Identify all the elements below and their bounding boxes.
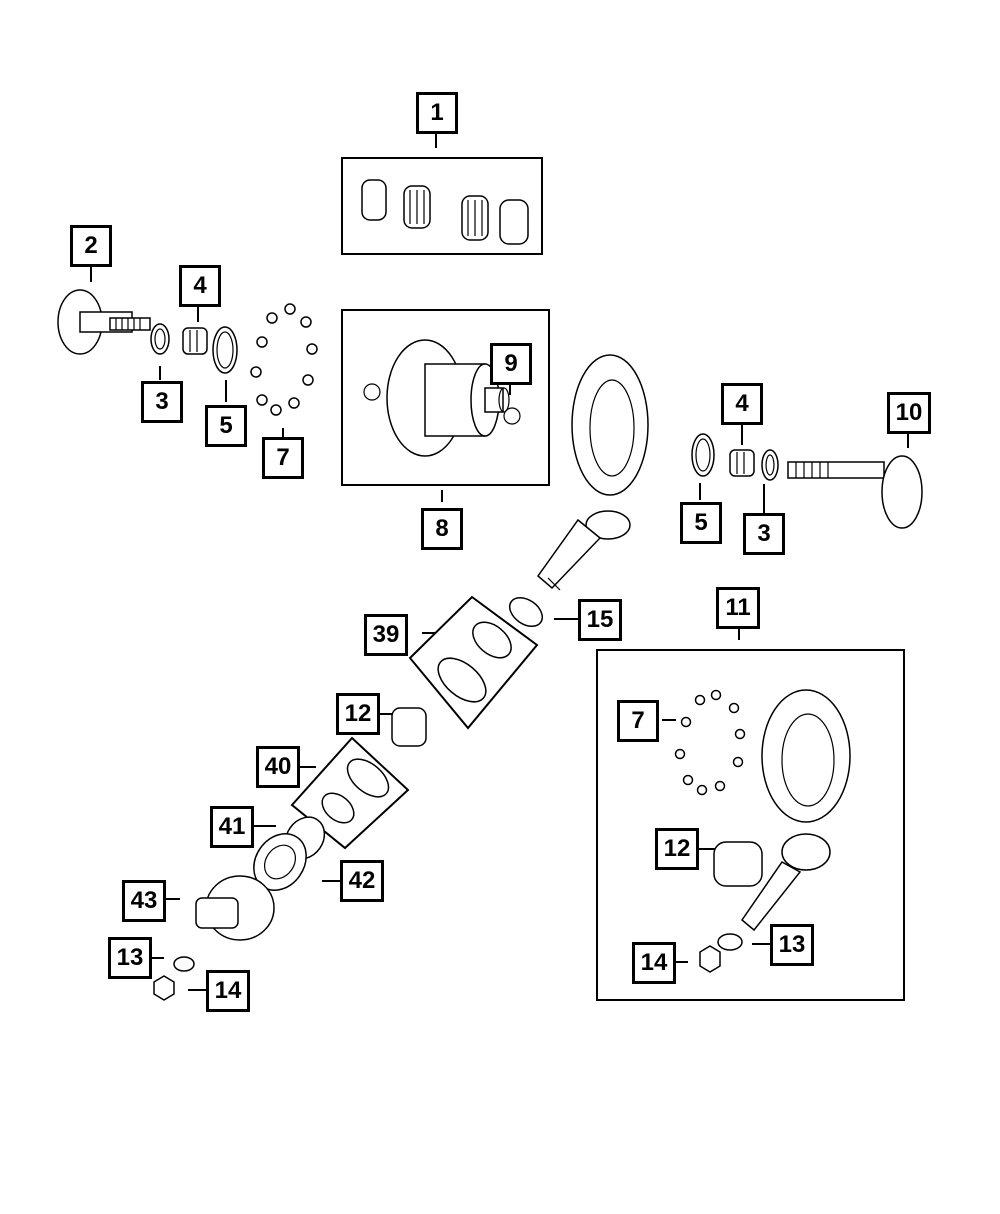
bearing-kit-illustration: [361, 179, 529, 245]
companion-flange-illustration: [195, 875, 275, 941]
right-seal-illustration: [761, 449, 779, 481]
callout-8[interactable]: 8: [421, 508, 463, 550]
callout-3-left[interactable]: 3: [141, 381, 183, 423]
pinion-nut-illustration: [153, 975, 175, 1001]
pinion-gear-illustration: [536, 510, 631, 591]
callout-3-right[interactable]: 3: [743, 513, 785, 555]
pinion-bearing-illustration: [437, 621, 512, 703]
group-box-8: [341, 309, 550, 486]
callout-13-kit[interactable]: 13: [770, 924, 814, 966]
left-axle-shaft-illustration: [57, 289, 151, 355]
callout-40[interactable]: 40: [256, 746, 300, 788]
outer-bearing-illustration: [321, 758, 390, 824]
callout-9[interactable]: 9: [490, 343, 532, 385]
collapsible-spacer-illustration: [391, 707, 427, 747]
callout-7-kit[interactable]: 7: [617, 700, 659, 742]
callout-7-left[interactable]: 7: [262, 437, 304, 479]
group-box-11: [596, 649, 905, 1001]
callout-13-main[interactable]: 13: [108, 937, 152, 979]
group-box-39: [408, 595, 539, 730]
pinion-shim-illustration: [508, 596, 544, 628]
callout-12-main[interactable]: 12: [336, 693, 380, 735]
callout-1[interactable]: 1: [416, 92, 458, 134]
group-box-40: [290, 736, 410, 850]
callout-14-kit[interactable]: 14: [632, 942, 676, 984]
right-shim-illustration: [691, 433, 715, 477]
callout-41[interactable]: 41: [210, 806, 254, 848]
callout-2[interactable]: 2: [70, 225, 112, 267]
callout-14-main[interactable]: 14: [206, 970, 250, 1012]
left-seal-illustration: [150, 323, 170, 355]
callout-4-right[interactable]: 4: [721, 383, 763, 425]
callout-5-right[interactable]: 5: [680, 502, 722, 544]
callout-4-left[interactable]: 4: [179, 265, 221, 307]
ring-pinion-set-illustration: [674, 689, 851, 973]
left-bearing-illustration: [182, 327, 208, 355]
left-bolts-illustration: [250, 303, 318, 416]
callout-10[interactable]: 10: [887, 392, 931, 434]
callout-11[interactable]: 11: [716, 587, 760, 629]
ring-gear-illustration: [571, 354, 649, 496]
callout-42[interactable]: 42: [340, 860, 384, 902]
right-axle-shaft-illustration: [787, 455, 923, 529]
callout-39[interactable]: 39: [364, 614, 408, 656]
group-box-1: [341, 157, 543, 255]
callout-43[interactable]: 43: [122, 880, 166, 922]
callout-5-left[interactable]: 5: [205, 405, 247, 447]
callout-12-kit[interactable]: 12: [655, 828, 699, 870]
leader-lines: [90, 133, 909, 991]
washer-illustration: [173, 956, 195, 972]
left-shim-illustration: [212, 326, 238, 374]
right-bearing-illustration: [729, 449, 755, 477]
callout-15[interactable]: 15: [578, 599, 622, 641]
